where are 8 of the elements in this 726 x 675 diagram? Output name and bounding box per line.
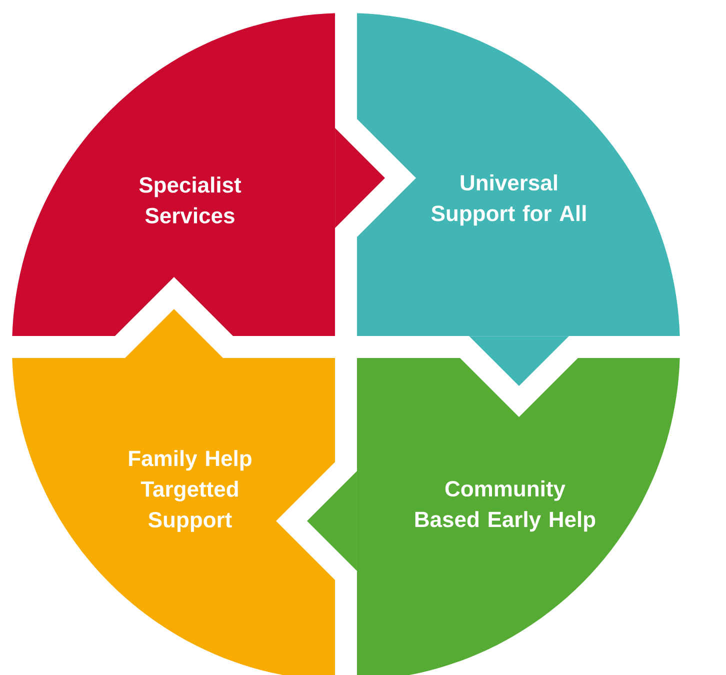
chevron-arrow <box>124 309 224 360</box>
quadrant: Family Help Targetted Support <box>12 358 335 675</box>
quadrant: Universal Support for All <box>357 13 680 336</box>
quadrant: Specialist Services <box>12 13 335 336</box>
chevron-arrow <box>469 336 569 386</box>
quadrant: Community Based Early Help <box>357 358 680 675</box>
chevron-arrow <box>334 128 385 228</box>
chevron-arrow <box>307 471 358 571</box>
